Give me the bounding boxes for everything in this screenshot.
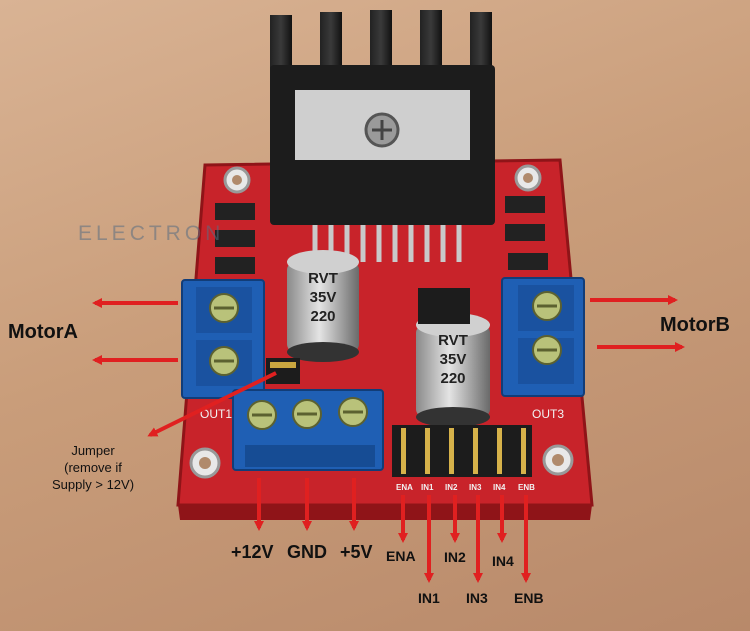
label-jumper-line3: Supply > 12V): [52, 477, 135, 492]
heatsink: [270, 10, 495, 225]
jumper-header: [266, 358, 300, 384]
watermark-text: ELECTRON: [78, 222, 225, 245]
label-in2: IN2: [444, 549, 466, 565]
label-ena: ENA: [386, 548, 416, 564]
label-in1: IN1: [418, 590, 440, 606]
smd-diodes: [215, 196, 548, 274]
silkscreen-out1: OUT1: [200, 407, 232, 421]
label-12v: +12V: [231, 542, 274, 562]
silk-in2: IN2: [445, 483, 458, 492]
silk-in4: IN4: [493, 483, 506, 492]
label-in4: IN4: [492, 553, 514, 569]
capacitor-left: RVT 35V 220: [287, 250, 359, 362]
control-pin-header: [392, 425, 532, 477]
label-jumper: Jumper (remove if Supply > 12V): [52, 442, 134, 493]
capacitor-right: RVT 35V 220: [416, 313, 490, 427]
label-gnd: GND: [287, 542, 327, 562]
label-motor-b: MotorB: [660, 314, 730, 336]
arrow-jumper: [147, 371, 277, 437]
cap-right-text-2: 35V: [440, 351, 467, 368]
label-in3: IN3: [466, 590, 488, 606]
cap-left-text-1: RVT: [308, 270, 338, 287]
cap-right-text-1: RVT: [438, 332, 468, 349]
voltage-regulator: [418, 288, 470, 324]
silk-in1: IN1: [421, 483, 434, 492]
cap-right-text-3: 220: [440, 370, 465, 387]
cap-left-text-2: 35V: [310, 289, 337, 306]
terminal-block-motor-a: [181, 279, 265, 399]
terminal-block-power: [232, 389, 384, 471]
label-5v: +5V: [340, 542, 373, 562]
label-jumper-line2: (remove if: [64, 460, 122, 475]
silk-enb: ENB: [518, 483, 535, 492]
cap-left-text-3: 220: [310, 308, 335, 325]
label-motor-a: MotorA: [8, 321, 78, 343]
driver-chip-pins: [312, 225, 462, 262]
label-jumper-line1: Jumper: [71, 443, 115, 458]
label-enb: ENB: [514, 590, 544, 606]
terminal-block-motor-b: [501, 277, 585, 397]
silkscreen-out3: OUT3: [532, 407, 564, 421]
silk-in3: IN3: [469, 483, 482, 492]
annotation-arrows: [92, 295, 685, 583]
silk-ena: ENA: [396, 483, 413, 492]
